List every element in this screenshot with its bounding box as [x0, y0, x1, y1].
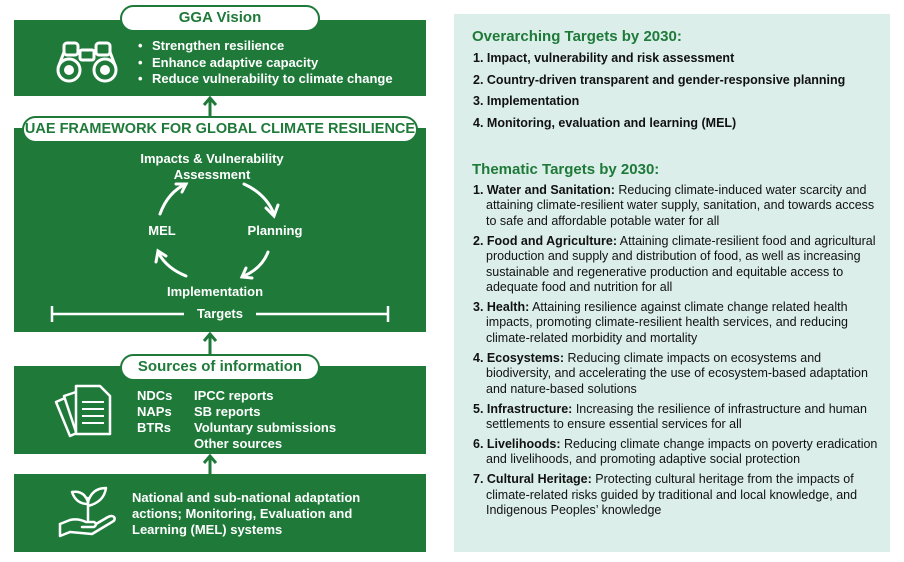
plant-in-hand-icon: [58, 486, 116, 538]
vision-bullets: Strengthen resilience Enhance adaptive c…: [138, 38, 393, 88]
sources-col1: NDCs NAPs BTRs: [137, 388, 172, 436]
overarching-item: 2. Country-driven transparent and gender…: [473, 72, 846, 87]
cycle-top-label: Impacts & Vulnerability Assessment: [140, 151, 284, 182]
arrow-up-icon: [203, 454, 217, 476]
thematic-item: 1. Water and Sanitation: Reducing climat…: [473, 183, 875, 228]
cycle-right-label: Planning: [247, 223, 303, 238]
framework-title: UAE FRAMEWORK FOR GLOBAL CLIMATE RESILIE…: [22, 116, 418, 143]
actions-text: National and sub-national adaptation act…: [132, 490, 361, 537]
overarching-item: 4. Monitoring, evaluation and learning (…: [473, 115, 737, 130]
arrow-up-icon: [203, 96, 217, 118]
thematic-item: 5. Infrastructure: Increasing the resili…: [473, 401, 867, 432]
thematic-item: 6. Livelihoods: Reducing climate change …: [473, 437, 878, 467]
source-item: Voluntary submissions: [194, 420, 337, 435]
source-item: SB reports: [194, 404, 261, 419]
actions-box: [14, 474, 426, 552]
thematic-item: 3. Health: Attaining resilience against …: [473, 300, 848, 345]
source-item: BTRs: [137, 420, 171, 435]
cycle-left-label: MEL: [148, 223, 176, 238]
overarching-list: 1. Impact, vulnerability and risk assess…: [473, 51, 885, 131]
framework-box: [14, 128, 426, 332]
sources-title: Sources of information: [120, 354, 320, 381]
sources-col2: IPCC reports SB reports Voluntary submis…: [194, 388, 336, 452]
overarching-item: 3. Implementation: [473, 94, 580, 109]
thematic-item: 2. Food and Agriculture: Attaining clima…: [473, 233, 876, 295]
targets-panel: Overarching Targets by 2030: 1. Impact, …: [454, 14, 890, 552]
vision-bullet: Reduce vulnerability to climate change: [138, 71, 393, 88]
vision-bullet: Enhance adaptive capacity: [138, 55, 393, 72]
targets-label: Targets: [197, 306, 243, 321]
overarching-title: Overarching Targets by 2030:: [472, 28, 682, 45]
source-item: NDCs: [137, 388, 173, 403]
overarching-item: 1. Impact, vulnerability and risk assess…: [473, 51, 735, 65]
arrow-up-icon: [203, 332, 217, 354]
targets-bracket-icon: [50, 306, 390, 322]
source-item: NAPs: [137, 404, 172, 419]
source-item: Other sources: [194, 436, 283, 451]
thematic-title: Thematic Targets by 2030:: [472, 161, 660, 178]
cycle-bottom-label: Implementation: [166, 284, 264, 299]
vision-title: GGA Vision: [120, 5, 320, 32]
documents-icon: [54, 384, 112, 438]
thematic-item: 4. Ecosystems: Reducing climate impacts …: [473, 350, 868, 396]
vision-bullet: Strengthen resilience: [138, 38, 393, 55]
thematic-item: 7. Cultural Heritage: Protecting cultura…: [473, 472, 858, 518]
source-item: IPCC reports: [194, 388, 274, 403]
thematic-list: 1. Water and Sanitation: Reducing climat…: [473, 183, 885, 519]
binoculars-icon: [56, 41, 118, 83]
cycle-arrows-icon: [154, 182, 280, 280]
